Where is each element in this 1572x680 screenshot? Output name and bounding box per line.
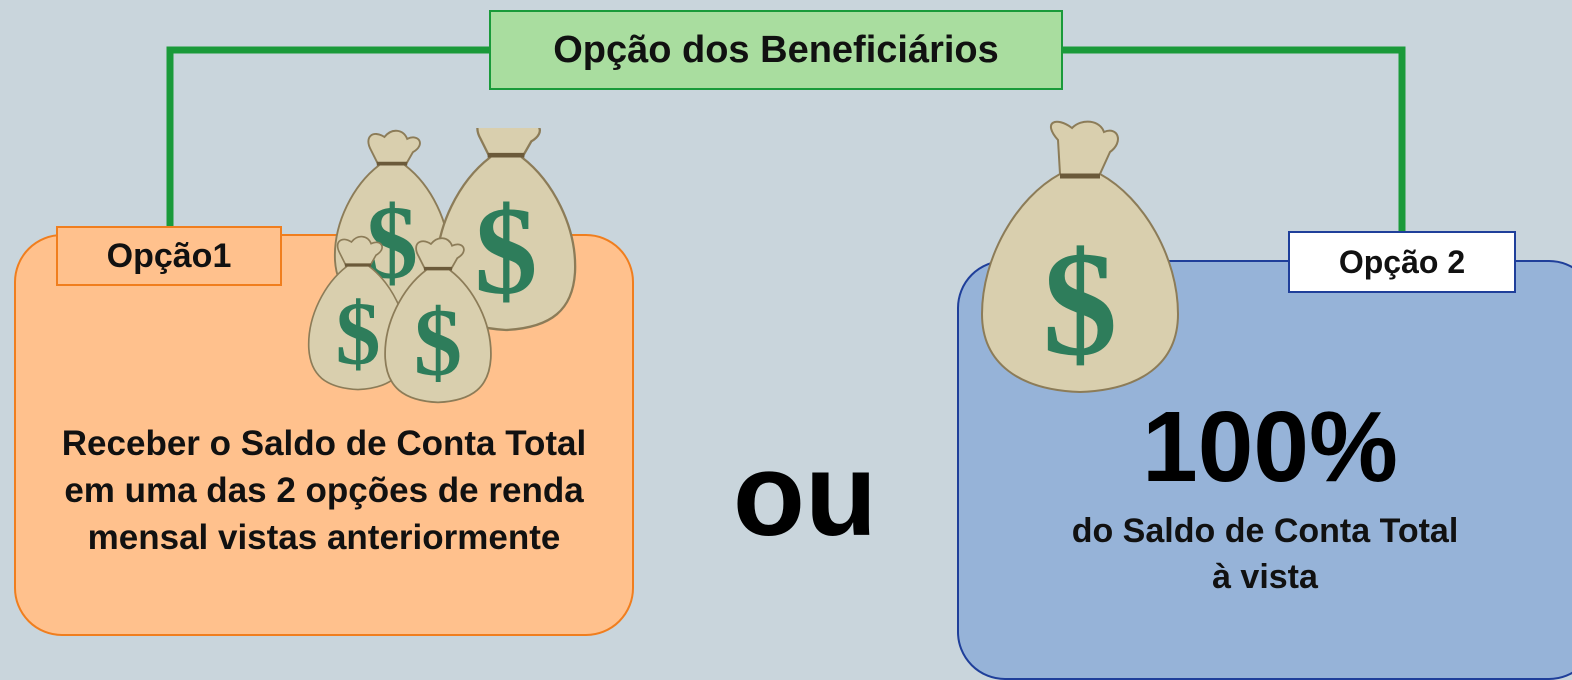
- connector-line: [166, 46, 1406, 231]
- option2-percentage: 100%: [1142, 391, 1398, 503]
- separator-text: ou: [732, 429, 878, 561]
- option2-description-line2: à vista: [1212, 558, 1318, 596]
- option1-label: Opção1: [56, 226, 282, 286]
- money-bag-icon: $: [980, 120, 1180, 394]
- diagram-title: Opção dos Beneficiários: [489, 10, 1063, 90]
- svg-text:$: $: [1043, 221, 1118, 387]
- option2-description-line1: do Saldo de Conta Total: [1071, 512, 1459, 550]
- money-bags-icon: $: [307, 128, 590, 405]
- option1-description: Receber o Saldo de Conta Total em uma da…: [61, 424, 587, 557]
- option2-label: Opção 2: [1288, 231, 1516, 293]
- option2-description: do Saldo de Conta Total à vista: [1010, 508, 1520, 600]
